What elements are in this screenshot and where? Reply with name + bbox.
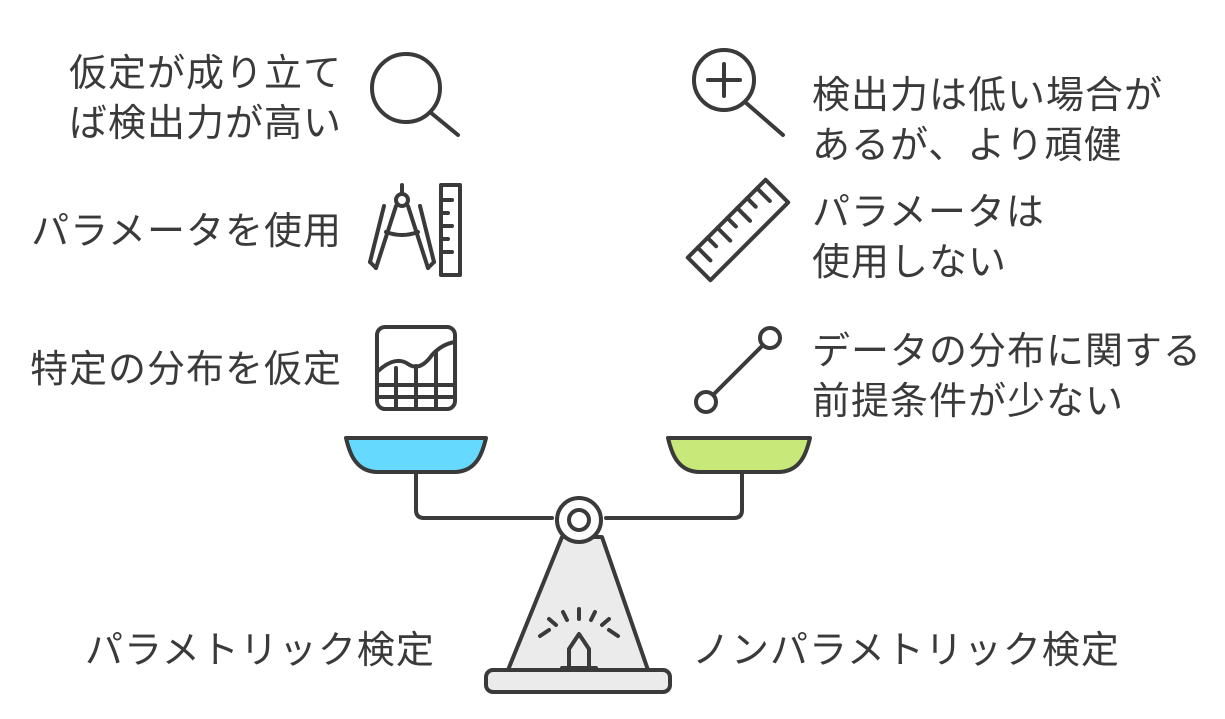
- left-label-uses-parameters: パラメータを使用: [31, 209, 342, 253]
- caption-parametric-test: パラメトリック検定: [85, 628, 435, 672]
- line-segment-icon: [694, 326, 782, 414]
- right-label-robust: 検出力は低い場合が あるが、より頑健: [812, 73, 1164, 167]
- magnifier-icon: [370, 52, 460, 137]
- caption-nonparametric-test: ノンパラメトリック検定: [692, 628, 1120, 672]
- chart-grid-icon: [375, 325, 457, 411]
- compass-ruler-icon: [368, 183, 462, 277]
- scale-beam: [414, 470, 744, 520]
- balance-scale: [414, 470, 744, 694]
- right-pan: [666, 436, 812, 474]
- left-label-assumes-distribution: 特定の分布を仮定: [29, 347, 342, 391]
- right-label-no-parameters: パラメータは 使用しない: [812, 190, 1045, 284]
- left-pan: [344, 436, 488, 474]
- scale-base: [484, 668, 672, 694]
- ruler-icon: [685, 177, 791, 283]
- scale-pivot: [555, 496, 603, 544]
- gauge-marks: [538, 607, 620, 638]
- right-label-few-assumptions: データの分布に関する 前提条件が少ない: [812, 329, 1203, 423]
- left-label-high-power: 仮定が成り立て ば検出力が高い: [68, 51, 342, 145]
- zoom-in-icon: [692, 48, 785, 137]
